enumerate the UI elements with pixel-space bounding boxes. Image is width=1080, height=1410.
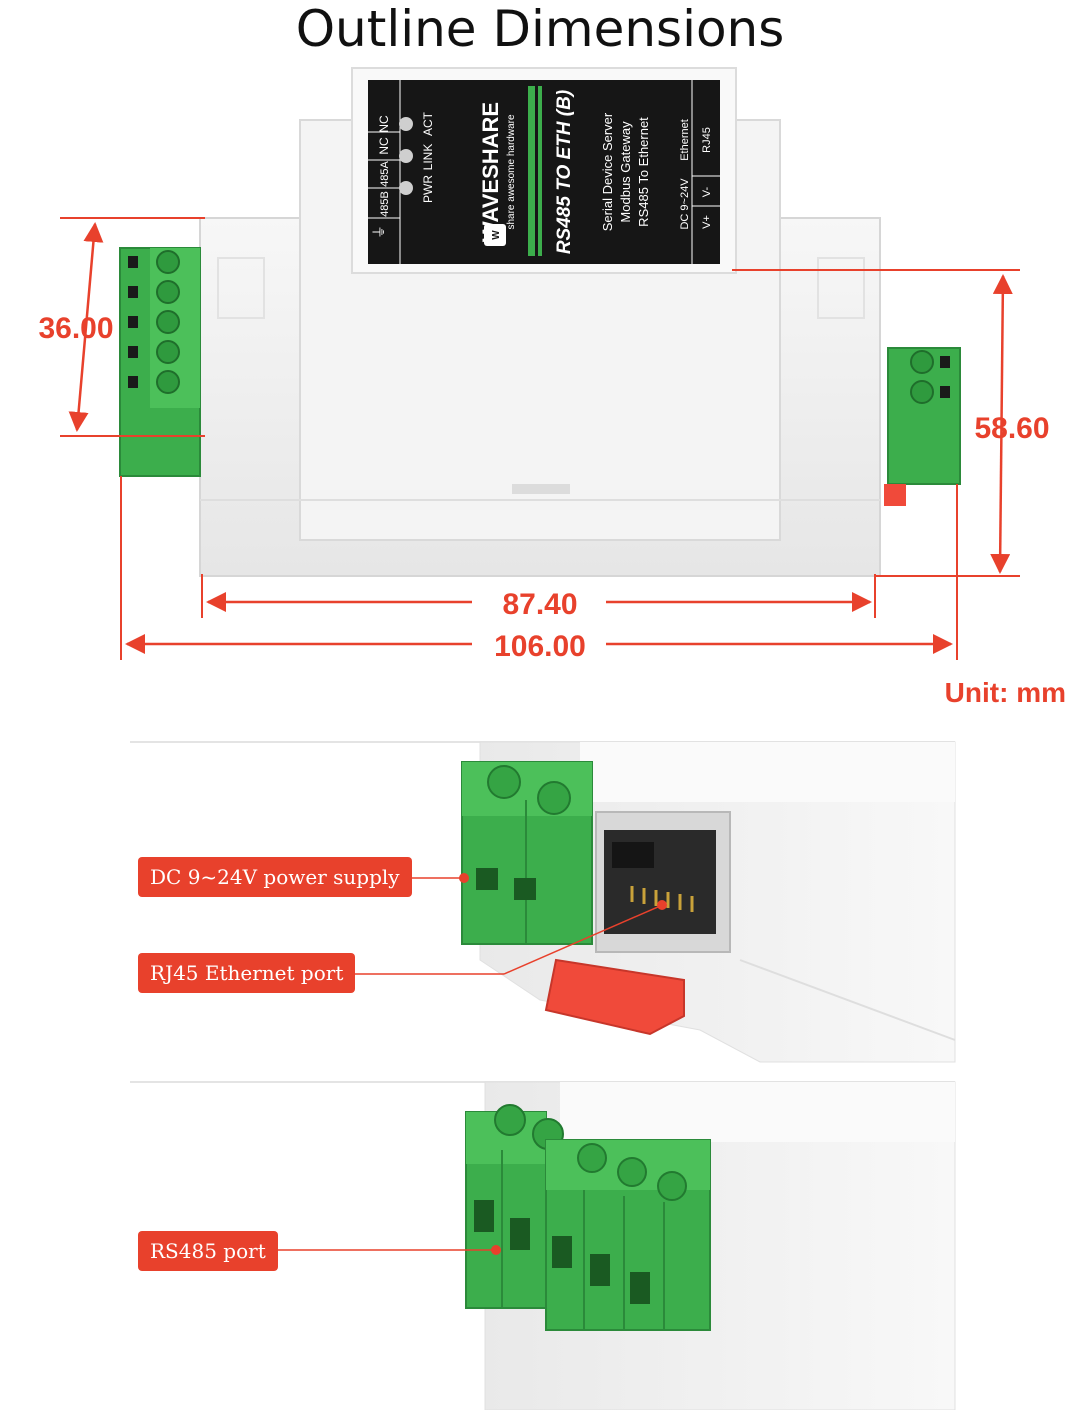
callout-rj45-port: RJ45 Ethernet port	[138, 953, 356, 993]
ethernet-label: Ethernet	[679, 119, 691, 161]
rs485-closeup	[130, 1081, 956, 1410]
svg-text:W: W	[491, 230, 502, 240]
led-label-pwr: PWR	[421, 175, 435, 203]
din-clip-red	[884, 484, 906, 506]
dimension-height-right: 58.60	[974, 412, 1049, 445]
ground-icon: ⏚	[371, 225, 387, 239]
product-label-panel	[368, 80, 720, 264]
din-slot	[512, 484, 570, 494]
power-rating: DC 9~24V	[679, 178, 691, 230]
dimension-height-left: 36.00	[38, 312, 113, 345]
power-rj45-closeup	[130, 741, 956, 1063]
vplus-label: V+	[701, 215, 713, 229]
led-act	[399, 117, 413, 131]
callout-power-supply: DC 9~24V power supply	[138, 857, 412, 897]
unit-label: Unit: mm	[945, 677, 1066, 708]
led-label-link: LINK	[421, 144, 435, 171]
brand-name: WAVESHARE	[478, 102, 503, 242]
rs485-terminal-left	[119, 247, 201, 477]
description-line-1: Serial Device Server	[600, 112, 615, 231]
led-link	[399, 149, 413, 163]
model-name: RS485 TO ETH (B)	[554, 90, 575, 254]
dimension-width-total: 106.00	[494, 630, 586, 663]
pin-label-nc-top: NC	[377, 115, 391, 133]
pin-label-nc: NC	[377, 137, 391, 155]
led-label-act: ACT	[421, 111, 435, 136]
pin-label-485a: 485A	[379, 160, 391, 186]
led-pwr	[399, 181, 413, 195]
dimension-width-inner: 87.40	[502, 588, 577, 621]
brand-tagline: share awesome hardware	[506, 114, 517, 229]
power-terminal-right	[884, 347, 961, 506]
dimension-lines	[60, 217, 1020, 660]
description-line-2: Modbus Gateway	[618, 121, 633, 223]
callout-rs485-port: RS485 port	[138, 1231, 278, 1271]
waveshare-logo-icon	[484, 224, 506, 246]
rj45-label: RJ45	[701, 127, 713, 153]
pin-label-485b: 485B	[379, 191, 391, 217]
vminus-label: V-	[701, 186, 713, 197]
device-front-view: NC NC 485A 485B ⏚ ACT LINK PWR WAVESHARE…	[119, 67, 961, 577]
page-title: Outline Dimensions	[295, 0, 785, 58]
description-line-3: RS485 To Ethernet	[636, 117, 651, 227]
